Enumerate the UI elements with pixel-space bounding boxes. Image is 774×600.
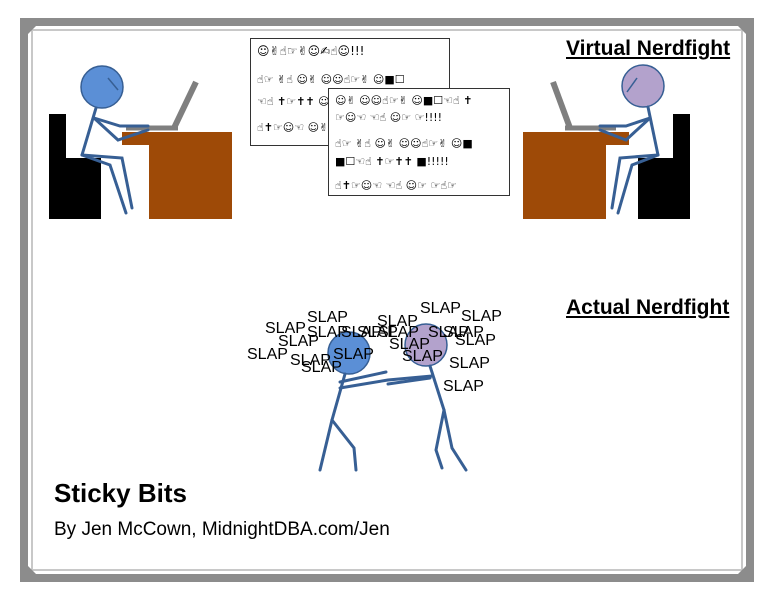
- slap-text: SLAP: [378, 324, 419, 341]
- actual-nerdfight-title: Actual Nerdfight: [566, 296, 730, 319]
- slap-text: SLAP: [402, 348, 443, 365]
- left-chair-seat: [49, 158, 101, 219]
- right-desk-body: [523, 132, 606, 219]
- fighter-left-head: [327, 331, 371, 375]
- left-desk-body: [149, 132, 232, 219]
- fighter-right-head: [404, 323, 448, 367]
- slap-text: SLAP: [307, 309, 348, 326]
- note-front-line-3: ☝☞ ✌☝ ☺✌ ☺☺☝☞✌ ☺■: [335, 137, 473, 150]
- virtual-nerdfight-title: Virtual Nerdfight: [566, 37, 731, 60]
- slap-text: SLAP: [290, 352, 331, 369]
- slap-text: SLAP: [301, 359, 342, 376]
- byline: By Jen McCown, MidnightDBA.com/Jen: [54, 519, 390, 540]
- note-back-line-1: ☺✌☝☞✌☺✍☝☺!!!: [257, 44, 365, 58]
- slap-text: SLAP: [420, 300, 461, 317]
- right-head: [621, 64, 665, 108]
- corner-tr-icon: [734, 22, 750, 38]
- slap-text: SLAP: [265, 320, 306, 337]
- note-front-line-4: ■☐☜☝ ✝☞✝✝ ■!!!!!: [335, 155, 449, 168]
- left-head: [80, 65, 124, 109]
- corner-br-icon: [734, 562, 750, 578]
- note-front-line-2: ☞☺☜ ☜☝ ☺☞ ☞!!!!: [335, 111, 443, 124]
- note-front-line-1: ☺✌ ☺☺☝☞✌ ☺■☐☜☝ ✝: [335, 94, 473, 107]
- slap-text: SLAP: [449, 355, 490, 372]
- note-back-line-4: ☝✝☞☺☜ ☺✌ ☺: [257, 121, 344, 134]
- left-person-desk: [49, 65, 232, 219]
- frame-inner: [31, 29, 743, 571]
- right-chair-seat: [638, 158, 690, 219]
- left-laptop-screen: [171, 80, 199, 130]
- slap-text: SLAP: [428, 324, 469, 341]
- slap-text: SLAP: [247, 346, 288, 363]
- corner-bl-icon: [24, 562, 40, 578]
- comic-title: Sticky Bits: [54, 478, 187, 508]
- slap-text: SLAP: [461, 308, 502, 325]
- slap-text: SLAP: [333, 346, 374, 363]
- frame-outer: [20, 18, 754, 582]
- slap-text: SLAP: [389, 336, 430, 353]
- right-person-desk: [523, 64, 690, 219]
- note-back-line-2: ☝☞ ✌☝ ☺✌ ☺☺☝☞✌ ☺■☐: [257, 73, 405, 86]
- slap-text: SLAP: [307, 324, 348, 341]
- slap-text: SLAP: [357, 324, 398, 341]
- slap-text: SLAP: [443, 324, 484, 341]
- slap-text: SLAP: [443, 378, 484, 395]
- slap-text: SLAP: [341, 324, 382, 341]
- note-front-line-5: ☝✝☞☺☜ ☜☝ ☺☞ ☞☝☞: [335, 179, 457, 192]
- corner-tl-icon: [24, 22, 40, 38]
- fighting-people: [318, 323, 468, 472]
- slap-text: SLAP: [377, 313, 418, 330]
- message-note-front: ☺✌ ☺☺☝☞✌ ☺■☐☜☝ ✝ ☞☺☜ ☜☝ ☺☞ ☞!!!! ☝☞ ✌☝ ☺…: [328, 88, 510, 196]
- slap-text: SLAP: [455, 332, 496, 349]
- right-laptop-screen: [550, 80, 573, 130]
- slap-text: SLAP: [278, 333, 319, 350]
